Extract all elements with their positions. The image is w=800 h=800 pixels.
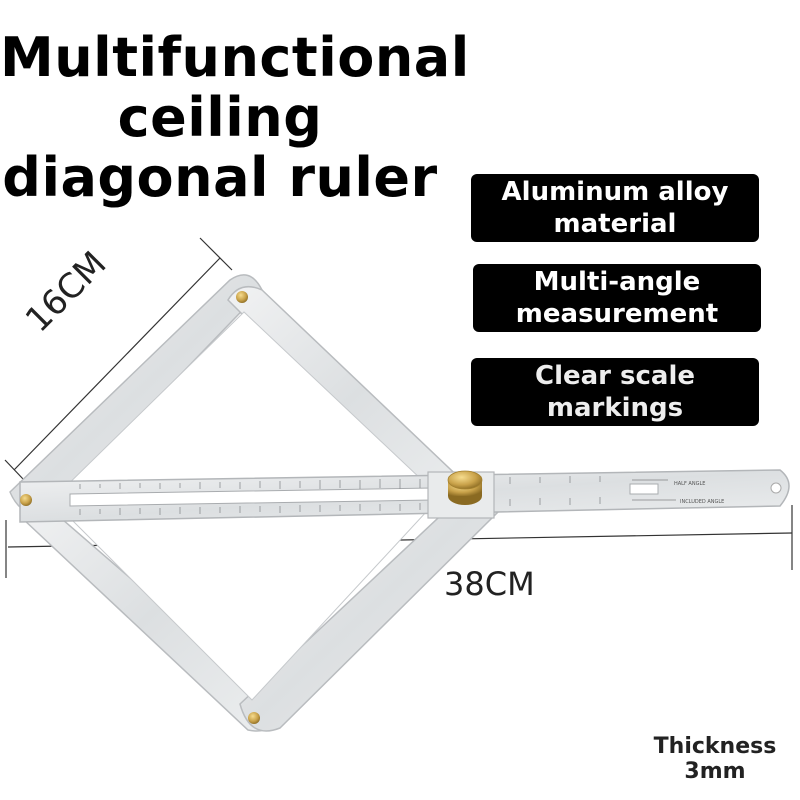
included-angle-marking: INCLUDED ANGLE <box>680 499 724 505</box>
feature-badge-line: material <box>553 209 677 239</box>
half-angle-marking: HALF ANGLE <box>674 481 705 487</box>
ruler-arms <box>9 274 500 732</box>
feature-badge-angle: Multi-angle measurement <box>473 264 761 332</box>
pivot-left-icon <box>20 494 32 506</box>
pivot-bottom-icon <box>248 712 260 724</box>
thickness-label: Thickness <box>653 734 777 759</box>
locking-knob-icon <box>447 470 483 505</box>
feature-badge-line: markings <box>546 393 684 423</box>
feature-badge-line: Aluminum alloy <box>501 177 729 207</box>
pivot-top-icon <box>236 291 248 303</box>
sliding-blade: HALF ANGLE INCLUDED ANGLE <box>19 469 790 523</box>
thickness-value: 3mm <box>684 759 746 784</box>
feature-badge-line: measurement <box>515 299 719 329</box>
feature-badge-scale: Clear scale markings <box>471 358 759 426</box>
headline-line-3: diagonal ruler <box>2 146 438 209</box>
feature-badge-line: Multi-angle <box>533 267 701 297</box>
feature-badge-material: Aluminum alloy material <box>471 174 759 242</box>
dimension-line-16cm <box>4 237 233 481</box>
thickness-note: Thickness 3mm <box>630 734 800 784</box>
headline-line-1: Multifunctional <box>0 26 470 89</box>
headline-line-2: ceiling <box>117 86 323 149</box>
headline: Multifunctional ceiling diagonal ruler <box>0 26 470 209</box>
total-length-label: 38CM <box>444 565 535 603</box>
blade-end-hole-icon <box>770 482 782 494</box>
feature-badge-line: Clear scale <box>534 361 696 391</box>
